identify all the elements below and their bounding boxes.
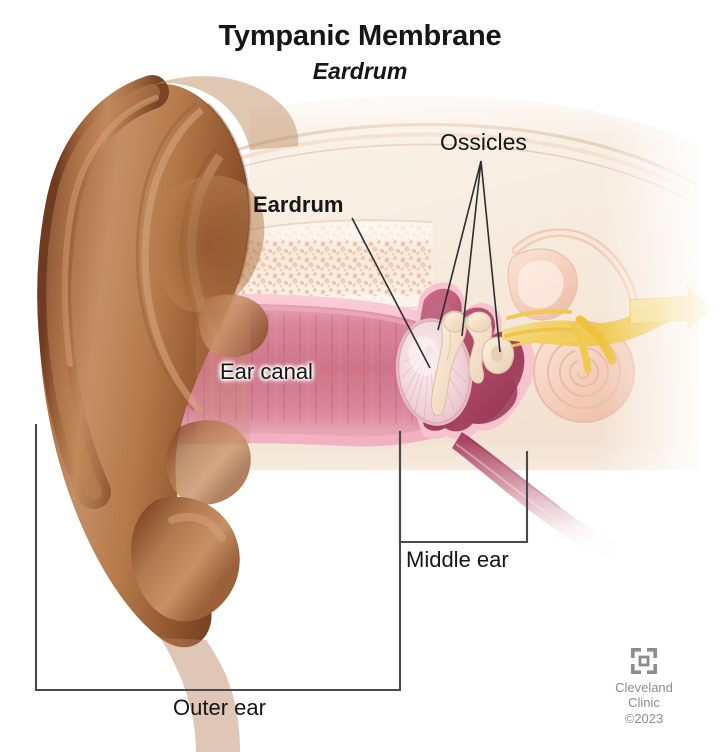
label-middle-ear: Middle ear [406, 547, 509, 572]
label-outer-ear: Outer ear [173, 695, 266, 720]
leader-eardrum [351, 217, 431, 369]
pinna-outer-ear [37, 75, 299, 752]
credit-line-2: Clinic [628, 695, 660, 710]
leader-lines [351, 160, 501, 369]
cleveland-clinic-credit: Cleveland Clinic ©2023 [588, 648, 700, 726]
label-ear-canal: Ear canal [220, 359, 313, 384]
brackets [34, 423, 529, 692]
page-subtitle: Eardrum [312, 58, 408, 84]
credit-line-1: Cleveland [615, 680, 673, 695]
bracket-middle-ear [398, 430, 529, 544]
leader-ossicles-incus [461, 160, 482, 337]
leader-ossicles-stapes [480, 160, 501, 353]
label-eardrum: Eardrum [253, 192, 344, 217]
leader-ossicles-malleus [437, 160, 482, 331]
cleveland-clinic-logo-icon [631, 648, 657, 674]
credit-copyright: ©2023 [624, 711, 664, 726]
ossicles [430, 310, 515, 416]
page-title: Tympanic Membrane [218, 20, 502, 52]
bracket-outer-ear [34, 423, 402, 692]
label-ossicles: Ossicles [440, 129, 527, 155]
